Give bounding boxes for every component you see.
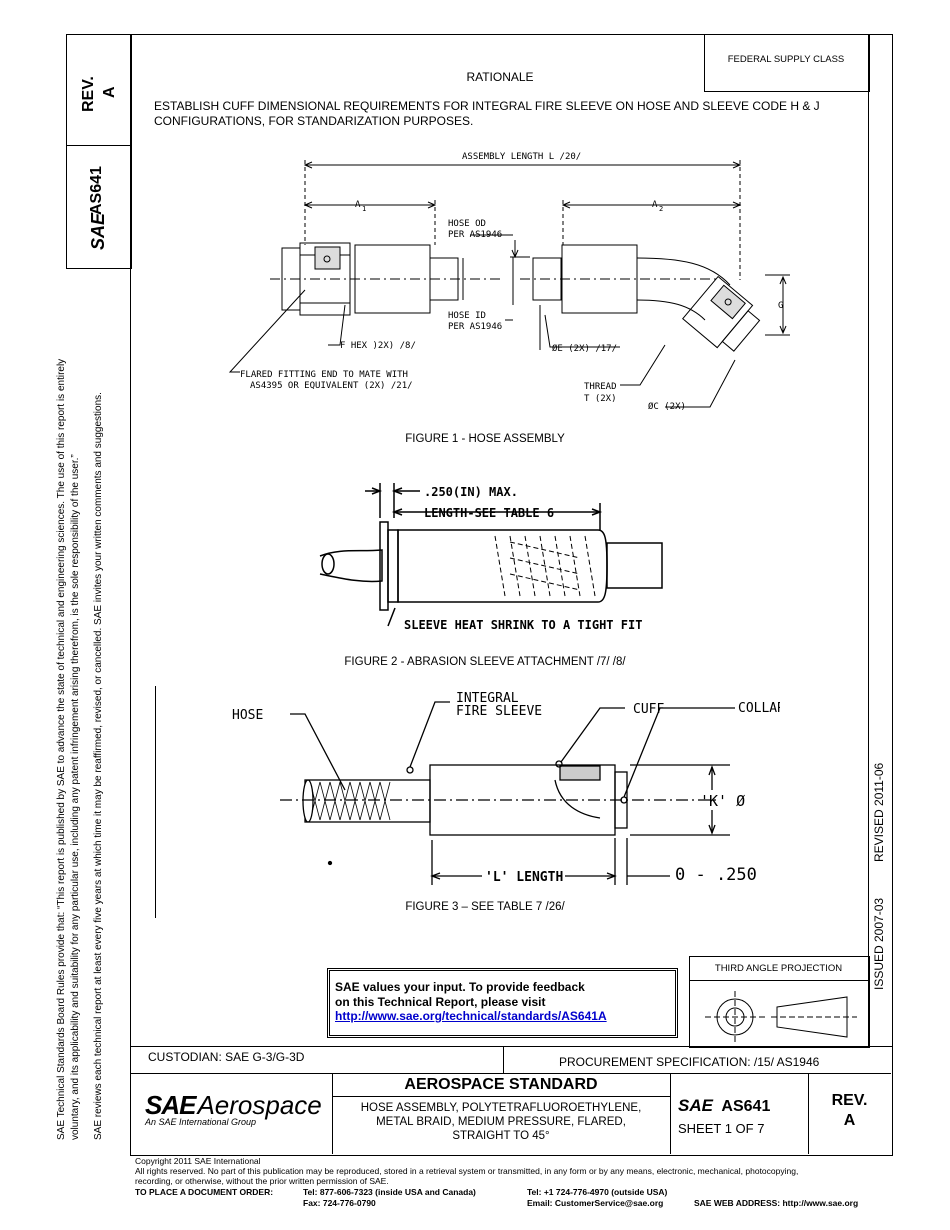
svg-text:1: 1 <box>362 205 366 213</box>
procurement-spec: PROCUREMENT SPECIFICATION: /15/ AS1946 <box>559 1055 820 1069</box>
doc-title-line1: HOSE ASSEMBLY, POLYTETRAFLUOROETHYLENE, <box>360 1102 642 1114</box>
svg-text:.250(IN) MAX.: .250(IN) MAX. <box>424 485 518 499</box>
doc-title-line3: STRAIGHT TO 45° <box>452 1130 550 1142</box>
svg-text:ASSEMBLY LENGTH L /20/: ASSEMBLY LENGTH L /20/ <box>462 152 581 162</box>
aerospace-standard: AEROSPACE STANDARD <box>404 1076 598 1093</box>
footer-web[interactable]: SAE WEB ADDRESS: http://www.sae.org <box>694 1198 859 1208</box>
svg-text:ØE (2X) /17/: ØE (2X) /17/ <box>552 343 617 354</box>
side-note-line2: voluntary, and its applicability and sui… <box>70 454 81 1140</box>
svg-text:A: A <box>355 200 361 210</box>
sheet-number: SHEET 1 OF 7 <box>678 1121 765 1136</box>
left-tab-doc: AS641 <box>88 166 105 215</box>
projection-box <box>689 956 870 1048</box>
left-tab-rev: REV. <box>80 76 97 112</box>
footer-tel2: Tel: +1 724-776-4970 (outside USA) <box>527 1187 668 1197</box>
svg-text:HOSE OD: HOSE OD <box>448 219 486 229</box>
footer-copyright: Copyright 2011 SAE International <box>135 1156 261 1166</box>
feedback-link[interactable]: http://www.sae.org/technical/standards/A… <box>335 1009 607 1023</box>
logo-sae: SAE <box>145 1090 196 1120</box>
svg-text:0 - .250: 0 - .250 <box>675 865 757 885</box>
footer-tel1: Tel: 877-606-7323 (inside USA and Canada… <box>303 1187 476 1197</box>
projection-label: THIRD ANGLE PROJECTION <box>714 963 843 974</box>
svg-text:F HEX )2X) /8/: F HEX )2X) /8/ <box>340 341 416 351</box>
svg-text:'L' LENGTH: 'L' LENGTH <box>485 870 563 885</box>
footer-order: TO PLACE A DOCUMENT ORDER: <box>135 1187 274 1197</box>
footer-rights: All rights reserved. No part of this pub… <box>135 1166 799 1176</box>
footer-fax: Fax: 724-776-0790 <box>303 1198 376 1208</box>
sae-aerospace-logo: SAEAerospace An SAE International Group <box>145 1090 322 1127</box>
footer-email[interactable]: Email: CustomerService@sae.org <box>527 1198 664 1208</box>
svg-text:G: G <box>778 301 783 311</box>
issued-date: ISSUED 2007-03 <box>872 897 886 990</box>
title-rev: REV. <box>831 1092 868 1109</box>
feedback-line1: SAE values your input. To provide feedba… <box>335 980 585 994</box>
rationale-text: ESTABLISH CUFF DIMENSIONAL REQUIREMENTS … <box>154 99 820 128</box>
figure2-drawing: .250(IN) MAX. LENGTH-SEE TABLE 6 SLEEVE … <box>319 483 663 632</box>
svg-text:CUFF: CUFF <box>633 702 664 717</box>
feedback-line2: on this Technical Report, please visit <box>335 995 546 1009</box>
footer-rights2: recording, or otherwise, without the pri… <box>135 1176 389 1186</box>
custodian: CUSTODIAN: SAE G-3/G-3D <box>148 1050 305 1064</box>
figure3-left-bar <box>155 686 156 918</box>
svg-text:COLLAR: COLLAR <box>738 701 780 716</box>
logo-aerospace: Aerospace <box>197 1090 322 1120</box>
svg-text:THREAD: THREAD <box>584 382 617 392</box>
feedback-box <box>327 968 678 1038</box>
doc-number: AS641 <box>721 1098 771 1115</box>
figure3-drawing: HOSE INTEGRAL FIRE SLEEVE CUFF COLLAR 'K… <box>232 691 780 885</box>
side-note-line3: SAE reviews each technical report at lea… <box>93 392 104 1140</box>
side-note-line1: SAE Technical Standards Board Rules prov… <box>56 358 67 1140</box>
svg-text:'K' Ø: 'K' Ø <box>700 792 745 810</box>
svg-text:AS4395 OR EQUIVALENT (2X) /21/: AS4395 OR EQUIVALENT (2X) /21/ <box>250 381 413 391</box>
logo-subtitle: An SAE International Group <box>145 1117 257 1127</box>
projection-symbol <box>705 991 857 1043</box>
svg-text:2: 2 <box>659 205 663 213</box>
left-tab-logo: SAE <box>88 212 108 250</box>
svg-text:HOSE: HOSE <box>232 708 263 723</box>
title-block <box>130 1046 893 1156</box>
right-strip-divider <box>868 34 869 1046</box>
svg-text:SLEEVE HEAT SHRINK TO A TIGHT: SLEEVE HEAT SHRINK TO A TIGHT FIT <box>404 618 642 632</box>
left-tab <box>66 34 132 269</box>
svg-text:LENGTH-SEE TABLE 6: LENGTH-SEE TABLE 6 <box>424 506 554 520</box>
figure3-caption: FIGURE 3 – SEE TABLE 7 /26/ <box>405 901 565 913</box>
left-tab-rev-letter: A <box>101 86 118 98</box>
figure2-caption: FIGURE 2 - ABRASION SLEEVE ATTACHMENT /7… <box>344 656 626 668</box>
svg-text:ØC (2X): ØC (2X) <box>648 401 686 412</box>
doc-title-line2: METAL BRAID, MEDIUM PRESSURE, FLARED, <box>376 1116 626 1128</box>
revised-date: REVISED 2011-06 <box>872 762 886 862</box>
svg-text:PER AS1946: PER AS1946 <box>448 322 502 332</box>
svg-text:INTEGRAL: INTEGRAL <box>456 691 519 706</box>
title-rev-letter: A <box>843 1112 856 1129</box>
svg-text:HOSE ID: HOSE ID <box>448 311 486 321</box>
svg-text:PER AS1946: PER AS1946 <box>448 230 502 240</box>
figure1-caption: FIGURE 1 - HOSE ASSEMBLY <box>405 433 565 445</box>
federal-supply-box <box>704 34 870 92</box>
rationale-heading: RATIONALE <box>466 70 534 84</box>
doc-number-logo: SAE <box>678 1096 713 1115</box>
svg-text:FIRE SLEEVE: FIRE SLEEVE <box>456 704 542 719</box>
svg-text:T (2X): T (2X) <box>584 394 617 404</box>
svg-text:FLARED FITTING END TO MATE WIT: FLARED FITTING END TO MATE WITH <box>240 370 408 380</box>
doc-number-block: SAE AS641 <box>678 1096 770 1116</box>
svg-text:A: A <box>652 200 658 210</box>
federal-supply-class: FEDERAL SUPPLY CLASS <box>727 54 845 65</box>
